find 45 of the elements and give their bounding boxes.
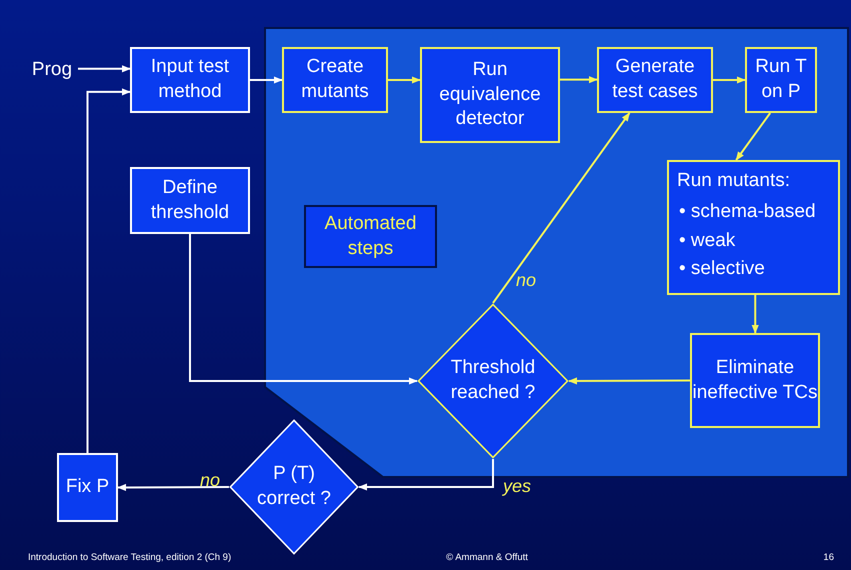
process-box <box>420 47 560 143</box>
step-label: Generate test cases <box>611 55 699 104</box>
step-label: Input test method <box>150 55 230 104</box>
process-box <box>282 47 388 113</box>
arrow <box>117 484 229 492</box>
step-label: Create mutants <box>300 55 370 104</box>
process-box <box>690 333 820 428</box>
arrow <box>713 76 746 84</box>
list-item: • selective <box>679 257 766 282</box>
arrow <box>358 459 494 491</box>
footer-text: 16 <box>823 552 834 563</box>
list-item: • schema-based <box>679 200 816 224</box>
edge-label: yes <box>503 476 532 497</box>
note-box <box>304 205 437 268</box>
process-box <box>597 47 713 113</box>
note-text: Automated steps <box>324 212 418 260</box>
input-label: Prog <box>32 58 72 82</box>
process-box <box>130 47 250 113</box>
arrow <box>568 377 690 385</box>
step-label: Run equivalence detector <box>438 58 542 132</box>
step-label: Define threshold <box>150 176 230 224</box>
process-box <box>667 160 840 295</box>
arrow <box>735 112 772 161</box>
arrow <box>492 112 630 304</box>
process-box <box>745 47 817 113</box>
list-item: • weak <box>679 228 736 252</box>
footer-text: © Ammann & Offutt <box>446 552 528 563</box>
arrow <box>752 295 759 334</box>
process-box <box>130 167 250 234</box>
arrow <box>388 76 421 84</box>
arrow <box>250 76 283 84</box>
arrow <box>189 234 418 385</box>
step-label: Run T on P <box>754 55 808 104</box>
arrow <box>78 65 131 72</box>
process-box <box>57 453 118 522</box>
decision-label: Threshold reached ? <box>450 356 536 405</box>
edge-label: no <box>200 470 220 491</box>
step-label: Run mutants: <box>677 169 790 194</box>
edge-label: no <box>516 270 536 291</box>
step-label: Fix P <box>66 475 110 500</box>
footer-text: Introduction to Software Testing, edition 2 (Ch 9) <box>28 552 232 563</box>
arrow <box>86 88 131 453</box>
arrow <box>560 76 598 84</box>
decision-label: P (T) correct ? <box>256 462 332 511</box>
step-label: Eliminate ineffective TCs <box>692 356 818 404</box>
